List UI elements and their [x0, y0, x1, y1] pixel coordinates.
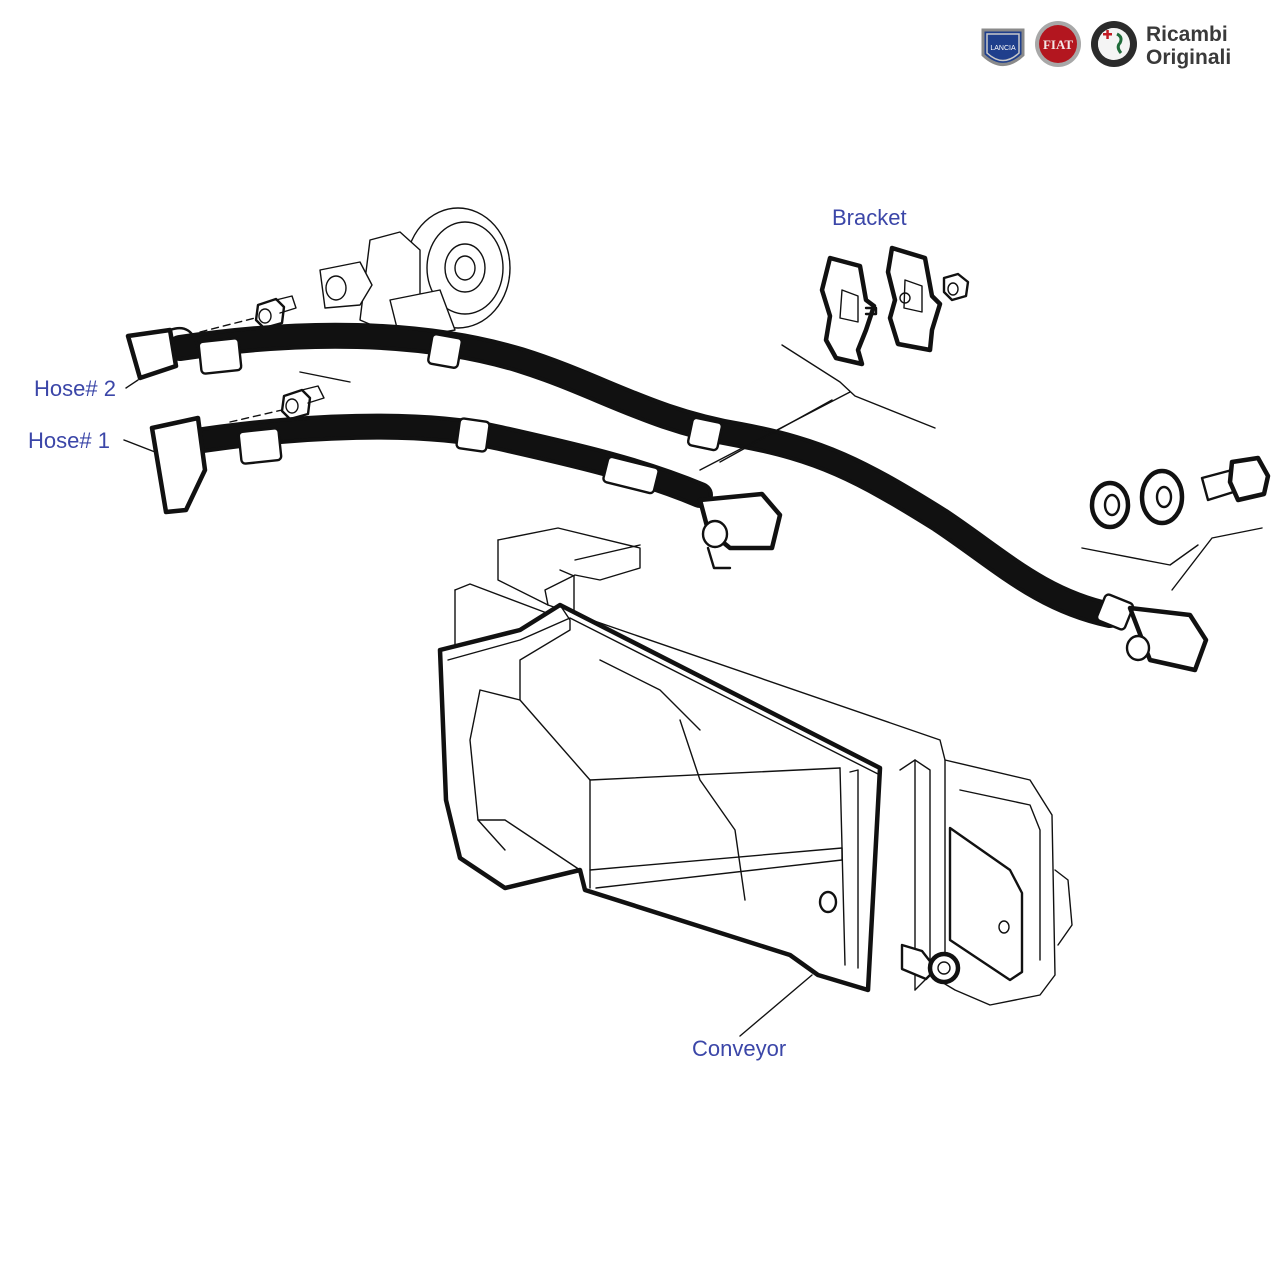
- label-hose-1: Hose# 1: [28, 428, 110, 453]
- label-hose-2: Hose# 2: [34, 376, 116, 401]
- lancia-logo: LANCIA: [981, 28, 1025, 66]
- hose-1: [149, 413, 783, 570]
- bracket-pair: [819, 245, 970, 367]
- washers-bolt: [1081, 455, 1271, 591]
- hose-2: [125, 322, 1209, 673]
- svg-text:LANCIA: LANCIA: [990, 45, 1016, 52]
- pump-assembly: [319, 207, 511, 341]
- fitting-lower: [280, 385, 325, 421]
- fitting-upper: [254, 295, 297, 330]
- label-conveyor: Conveyor: [692, 1036, 786, 1061]
- label-bracket: Bracket: [832, 205, 907, 230]
- fiat-logo: FIAT: [1035, 21, 1081, 67]
- conveyor-duct: [437, 602, 883, 993]
- leader-lines: [123, 379, 813, 1037]
- brand-line-2: Originali: [1146, 46, 1231, 69]
- cooler-body: [454, 527, 1073, 1006]
- brand-header: LANCIA FIAT Ricambi Originali: [981, 21, 1231, 69]
- alfa-romeo-logo: [1091, 21, 1137, 67]
- svg-text:FIAT: FIAT: [1043, 37, 1073, 52]
- brand-line-1: Ricambi: [1146, 23, 1228, 46]
